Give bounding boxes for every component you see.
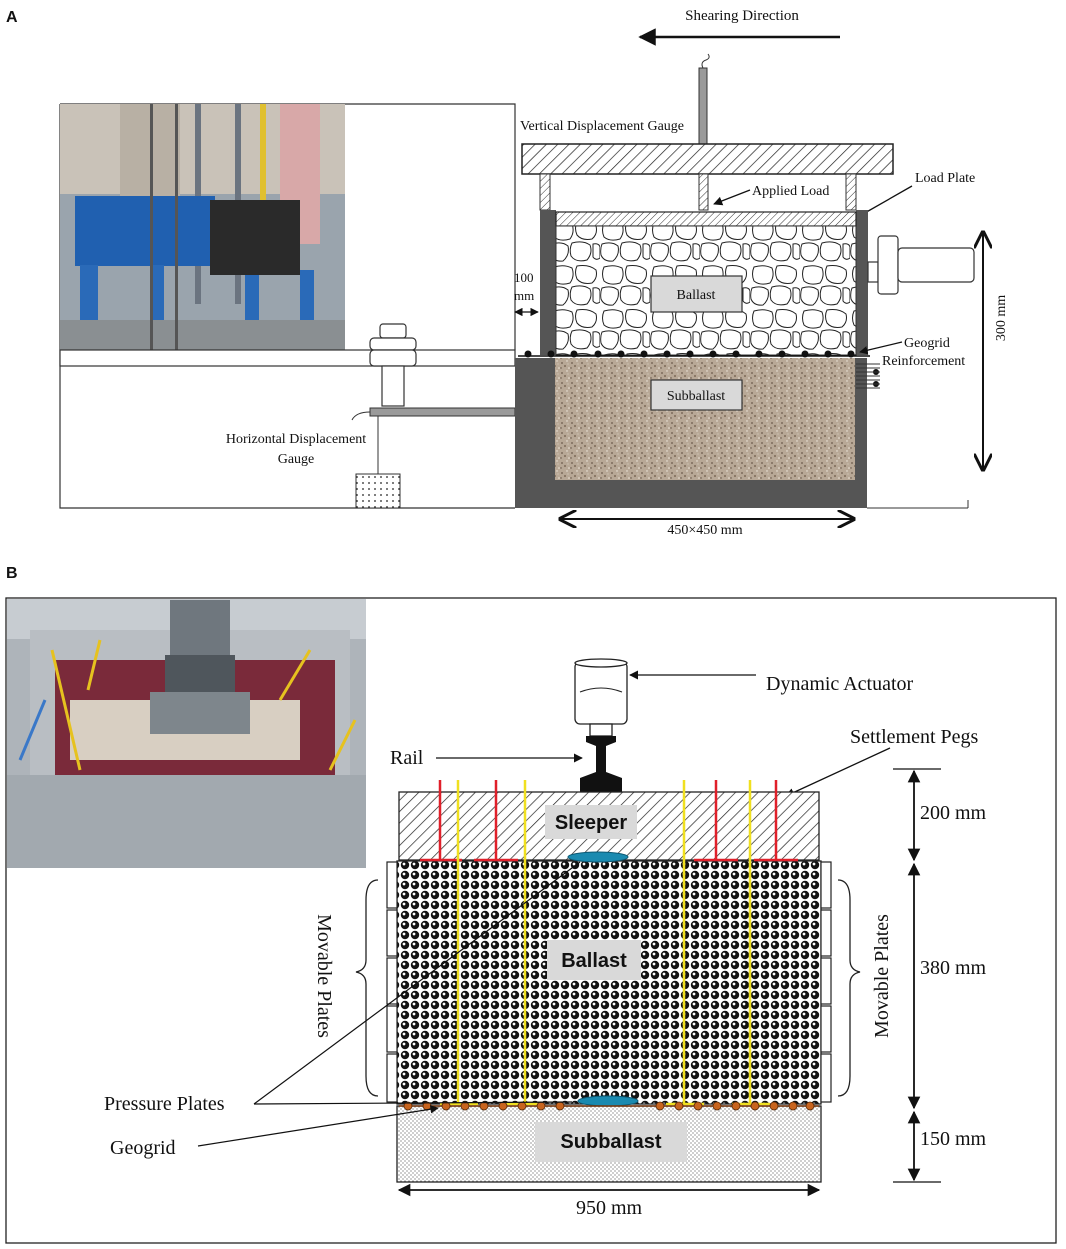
brace-right bbox=[837, 879, 861, 1097]
vertical-gauge-cable bbox=[701, 53, 710, 69]
pressure-plates-leader-bottom bbox=[253, 1101, 573, 1105]
subballast-box-a bbox=[650, 379, 743, 411]
horizontal-gauge-arm bbox=[369, 407, 516, 417]
pressure-plate-top bbox=[567, 851, 629, 863]
column-right bbox=[845, 173, 857, 211]
rail-label: Rail bbox=[390, 747, 424, 769]
brace-left bbox=[355, 879, 379, 1097]
vertical-gauge-rod bbox=[698, 67, 708, 145]
rail bbox=[580, 736, 622, 792]
geogrid-label-a-1: Geogrid bbox=[904, 336, 950, 351]
settlement-pegs-arrow bbox=[785, 747, 891, 797]
horizontal-beam bbox=[59, 349, 516, 367]
subballast-box-b bbox=[535, 1122, 687, 1162]
geogrid-arrow-b bbox=[197, 1105, 439, 1147]
upper-box-wall-right bbox=[856, 210, 868, 355]
applied-load-rod bbox=[698, 173, 709, 211]
movable-plates-left bbox=[386, 861, 398, 1103]
subballast-label-b: Subballast bbox=[560, 1131, 661, 1153]
horizontal-gauge-dial bbox=[369, 323, 417, 407]
photo-track-process-simulation-apparatus bbox=[7, 599, 366, 868]
movable-plates-left-label: Movable Plates bbox=[313, 914, 335, 1038]
subballast-label-a: Subballast bbox=[667, 389, 725, 404]
pressure-plates-leader-top bbox=[253, 861, 581, 1105]
applied-load-arrow bbox=[713, 189, 751, 206]
dim-380-label: 380 mm bbox=[920, 957, 987, 979]
panel-b: B Dynamic Actuator bbox=[5, 565, 1057, 1244]
ballast-label-b: Ballast bbox=[561, 950, 627, 972]
dim-150-label: 150 mm bbox=[920, 1128, 987, 1150]
ballast-label-a: Ballast bbox=[677, 288, 716, 303]
horizontal-gauge-base bbox=[355, 473, 401, 509]
upper-box-wall-left bbox=[540, 210, 556, 355]
photo-direct-shear-apparatus bbox=[60, 104, 345, 350]
movable-plates-right bbox=[820, 861, 832, 1103]
pressure-plate-bottom bbox=[577, 1095, 639, 1107]
vertical-gauge-label: Vertical Displacement Gauge bbox=[520, 119, 684, 134]
dim-200-label: 200 mm bbox=[920, 802, 987, 824]
horizontal-gauge-leader bbox=[351, 411, 371, 421]
dim-450-label: 450×450 mm bbox=[667, 523, 742, 538]
dim-300-label: 300 mm bbox=[994, 295, 1009, 341]
dim-100-top: 100 bbox=[514, 270, 534, 285]
dim-100-bottom: mm bbox=[514, 288, 534, 303]
dynamic-actuator bbox=[574, 658, 628, 737]
geogrid-nodes-b bbox=[403, 1101, 815, 1111]
reaction-beam bbox=[521, 143, 894, 175]
geogrid-clamp bbox=[856, 363, 880, 389]
column-left bbox=[539, 173, 551, 211]
geogrid-label-b: Geogrid bbox=[110, 1137, 176, 1159]
load-plate bbox=[555, 211, 857, 227]
panel-a: A Shearing Direction bbox=[6, 8, 1009, 538]
settlement-pegs-label: Settlement Pegs bbox=[850, 726, 979, 748]
geogrid-arrow-a bbox=[859, 341, 903, 355]
ballast-layer-b bbox=[396, 860, 822, 1105]
subballast-layer-a bbox=[555, 358, 855, 480]
movable-plates-right-label: Movable Plates bbox=[871, 914, 893, 1038]
pressure-plates-label: Pressure Plates bbox=[104, 1093, 225, 1115]
horizontal-gauge-label-2: Gauge bbox=[278, 452, 315, 467]
settlement-pegs-red bbox=[420, 780, 798, 862]
dim-950-label: 950 mm bbox=[576, 1197, 643, 1219]
load-plate-label: Load Plate bbox=[915, 171, 975, 186]
horizontal-gauge-label-1: Horizontal Displacement bbox=[226, 432, 366, 447]
geogrid-label-a-2: Reinforcement bbox=[882, 354, 965, 369]
sleeper-box bbox=[545, 805, 637, 839]
applied-load-label: Applied Load bbox=[752, 184, 829, 199]
panel-a-letter: A bbox=[6, 9, 18, 26]
panel-b-letter: B bbox=[6, 565, 18, 582]
geogrid-nodes-a bbox=[524, 350, 879, 387]
ballast-box-a bbox=[650, 275, 743, 313]
ballast-box-b bbox=[547, 940, 641, 980]
horizontal-actuator bbox=[867, 235, 975, 295]
dynamic-actuator-label: Dynamic Actuator bbox=[766, 673, 914, 695]
shearing-direction-label: Shearing Direction bbox=[685, 8, 799, 24]
panel-b-frame bbox=[5, 597, 1057, 1244]
sleeper-label: Sleeper bbox=[555, 812, 627, 834]
